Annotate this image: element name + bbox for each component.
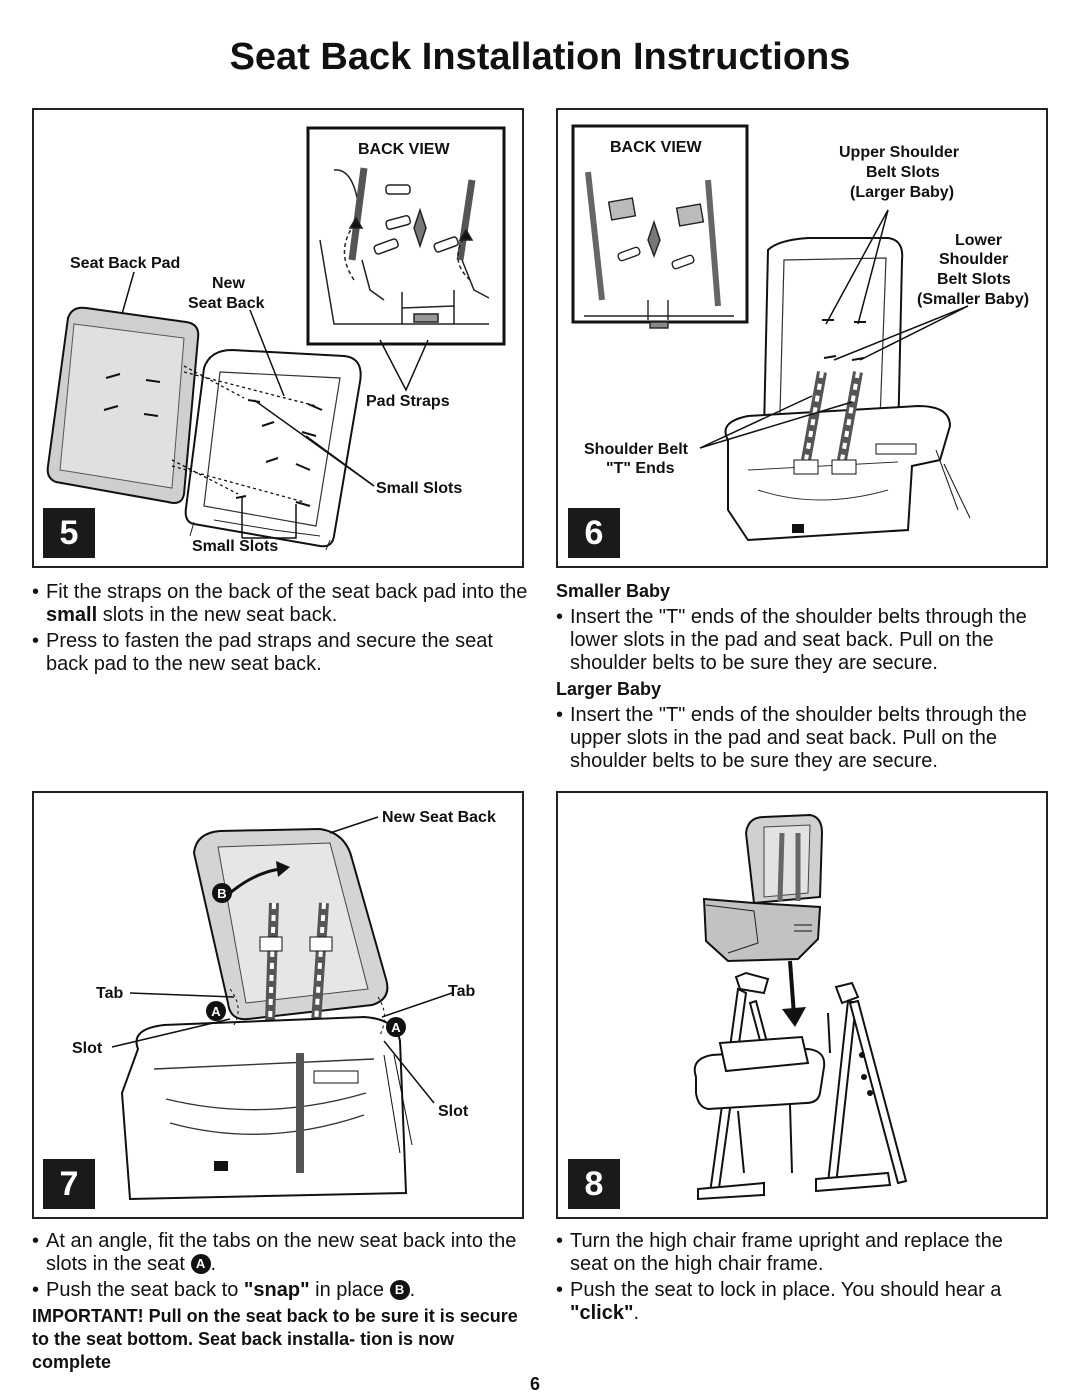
step-7-number: 7: [43, 1159, 95, 1209]
lower-slots-label-2: Shoulder: [939, 251, 1009, 268]
back-view-label: BACK VIEW: [610, 139, 702, 156]
larger-baby-bullet: Insert the "T" ends of the shoulder belt…: [556, 704, 1032, 773]
step-7-bullet-2: Push the seat back to "snap" in place B.: [32, 1279, 532, 1302]
step-8-bullet-1: Turn the high chair frame upright and re…: [556, 1230, 1036, 1276]
tab-right-label: Tab: [448, 983, 476, 1000]
small-slots-right-label: Small Slots: [376, 480, 463, 497]
step-7-instructions: At an angle, fit the tabs on the new sea…: [32, 1230, 532, 1374]
step-5-instructions: Fit the straps on the back of the seat b…: [32, 581, 528, 679]
marker-a-right: A: [391, 1020, 401, 1035]
important-note: IMPORTANT! Pull on the seat back to be s…: [32, 1306, 518, 1372]
larger-baby-heading: Larger Baby: [556, 679, 662, 699]
step-7-illustration: B A A: [111, 816, 453, 1201]
smaller-baby-bullet: Insert the "T" ends of the shoulder belt…: [556, 606, 1032, 675]
back-view-label: BACK VIEW: [358, 141, 450, 158]
step-8-number: 8: [568, 1159, 620, 1209]
step-8-illustration: [693, 813, 908, 1201]
step-6-instructions: Smaller Baby Insert the "T" ends of the …: [556, 580, 1032, 776]
upper-slots-label-3: (Larger Baby): [850, 184, 955, 201]
step-7-bullet-1: At an angle, fit the tabs on the new sea…: [32, 1230, 532, 1276]
pad-straps-label: Pad Straps: [366, 393, 450, 410]
lower-slots-label-3: Belt Slots: [937, 271, 1011, 288]
upper-slots-label-1: Upper Shoulder: [839, 144, 960, 161]
step-5-panel: BACK VIEW Seat Back Pad New Seat Back Pa…: [32, 108, 524, 568]
upper-slots-label-2: Belt Slots: [866, 164, 940, 181]
step-6-panel: BACK VIEW Upper Shoulder Belt Slots (Lar…: [556, 108, 1048, 568]
step-8-instructions: Turn the high chair frame upright and re…: [556, 1230, 1036, 1328]
seat-back-label: Seat Back: [188, 295, 265, 312]
lower-slots-label-4: (Smaller Baby): [917, 291, 1030, 308]
lower-slots-label-1: Lower: [955, 232, 1003, 249]
tab-left-label: Tab: [96, 985, 124, 1002]
marker-b: B: [217, 886, 226, 901]
slot-left-label: Slot: [72, 1040, 103, 1057]
marker-b-inline: B: [389, 1280, 410, 1300]
marker-a-left: A: [211, 1004, 221, 1019]
marker-a-inline: A: [190, 1254, 211, 1274]
small-slots-bottom-label: Small Slots: [192, 538, 279, 555]
step-7-panel: B A A New Seat Back Tab Tab Slot Slot 7: [32, 791, 524, 1219]
step-5-bullet-1: Fit the straps on the back of the seat b…: [32, 581, 528, 627]
slot-right-label: Slot: [438, 1103, 469, 1120]
step-8-bullet-2: Push the seat to lock in place. You shou…: [556, 1279, 1036, 1325]
step-5-bullet-2: Press to fasten the pad straps and secur…: [32, 630, 528, 676]
step-5-number: 5: [43, 508, 95, 558]
step-8-panel: 8: [556, 791, 1048, 1219]
new-seat-back-label: New Seat Back: [382, 809, 496, 826]
new-label: New: [212, 275, 245, 292]
page-title: Seat Back Installation Instructions: [229, 36, 851, 78]
smaller-baby-heading: Smaller Baby: [556, 581, 671, 601]
seat-back-pad-label: Seat Back Pad: [70, 255, 181, 272]
shoulder-belt-label: Shoulder Belt: [584, 441, 689, 458]
step-6-illustration: [571, 124, 971, 542]
page-number: 6: [530, 1374, 541, 1394]
t-ends-label: "T" Ends: [606, 460, 675, 477]
step-6-number: 6: [568, 508, 620, 558]
step-5-illustration: [46, 126, 506, 551]
